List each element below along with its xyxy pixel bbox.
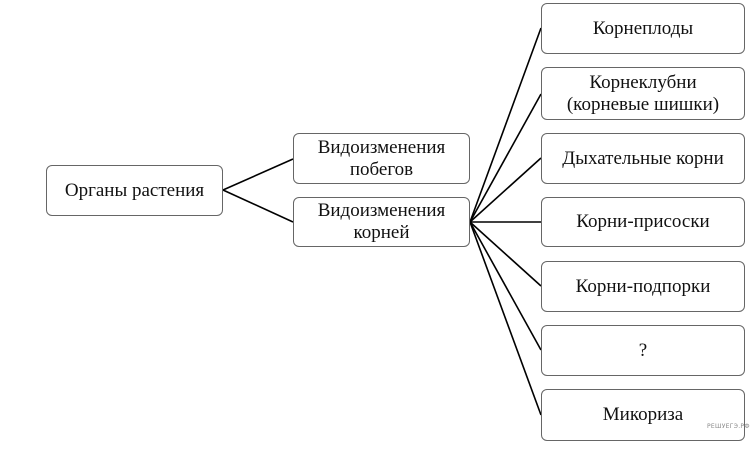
node-label: Микориза — [602, 404, 684, 425]
connector-leaf-3 — [469, 157, 542, 223]
node-label: Органы растения — [64, 179, 205, 201]
watermark: РЕШУЕГЭ.РФ — [707, 423, 750, 430]
node-root-crops: Корнеплоды — [541, 3, 745, 54]
connector-leaf-1 — [469, 27, 542, 223]
node-label: Корнеклубни — [589, 71, 697, 93]
node-label: Видоизменения — [317, 200, 446, 221]
node-label: (корневые шишки) — [566, 93, 720, 115]
connector-leaf-2 — [469, 93, 542, 223]
node-shoot-modifications: Видоизменения побегов — [293, 133, 470, 184]
node-label: Видоизменения — [317, 136, 446, 158]
node-label: Корнеплоды — [592, 17, 694, 39]
node-root-tubers: Корнеклубни (корневые шишки) — [541, 67, 745, 120]
node-label: Корни-подпорки — [575, 275, 711, 297]
node-label: Дыхательные корни — [562, 147, 724, 169]
connector-root-roots — [222, 189, 294, 223]
connector-leaf-5 — [469, 221, 542, 287]
node-unknown: ? — [541, 325, 745, 376]
node-plant-organs: Органы растения — [46, 165, 223, 216]
node-label: побегов — [349, 158, 414, 180]
node-label: корней — [353, 222, 410, 243]
node-respiratory-roots: Дыхательные корни — [541, 133, 745, 184]
node-prop-roots: Корни-подпорки — [541, 261, 745, 312]
node-mycorrhiza: Микориза — [541, 389, 745, 441]
node-sucker-roots: Корни-присоски — [541, 197, 745, 247]
connector-root-shoots — [222, 158, 294, 191]
connector-leaf-7 — [469, 221, 542, 416]
node-root-modifications: Видоизменения корней — [293, 197, 470, 247]
connector-leaf-6 — [469, 221, 542, 351]
node-label: Корни-присоски — [576, 211, 710, 232]
node-label: ? — [638, 339, 648, 361]
